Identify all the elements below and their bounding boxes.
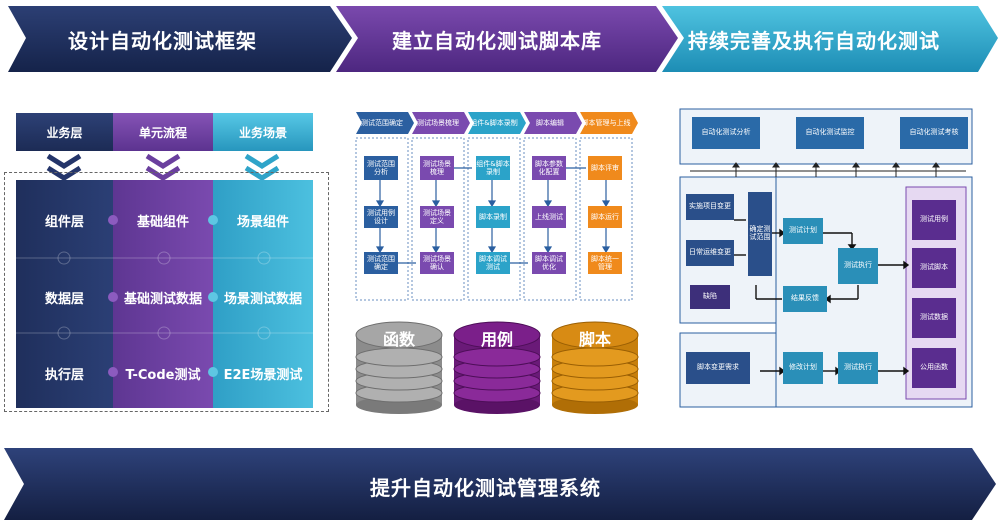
case-stack-label: 用例 (480, 330, 513, 349)
library-box-4-3: 脚本调试优化 (532, 252, 566, 274)
exec-input-ops-change: 日常运维变更 (686, 240, 734, 266)
step2-title: 建立自动化测试脚本库 (392, 29, 602, 53)
library-header-1: 测试范围确定 (361, 118, 403, 127)
exec-list-data: 测试数据 (912, 298, 956, 338)
exec-defect: 缺陷 (690, 285, 730, 309)
library-box-3-3: 脚本调试测试 (476, 252, 510, 274)
framework-cell-base-component: 基础组件 (136, 214, 189, 230)
footer-banner-text: 提升自动化测试管理系统 (370, 476, 601, 500)
exec-scope: 确定测试范围 (748, 192, 772, 276)
library-box-1-2: 测试用例设计 (364, 206, 398, 228)
framework-col-header-scene: 业务场景 (213, 113, 313, 151)
chevron-down-icon (46, 153, 280, 181)
library-box-2-2: 测试场景定义 (420, 206, 454, 228)
library-box-1-3: 测试范围确定 (364, 252, 398, 274)
exec-top-assess: 自动化测试考核 (900, 117, 968, 149)
framework-cell-tcode-test: T-Code测试 (125, 367, 201, 383)
exec-run: 测试执行 (838, 248, 878, 284)
framework-puzzle-lines (16, 215, 313, 377)
library-box-5-2: 脚本运行 (588, 206, 622, 228)
step3-chevron (662, 6, 998, 72)
library-box-4-2: 上线测试 (532, 206, 566, 228)
library-box-3-2: 脚本录制 (476, 206, 510, 228)
library-header-3: 组件&脚本录制 (470, 118, 518, 127)
framework-cell-e2e-test: E2E场景测试 (223, 367, 303, 383)
framework-col-scene (213, 180, 313, 408)
exec-run-2: 测试执行 (838, 352, 878, 384)
library-box-2-1: 测试场景梳理 (420, 156, 454, 180)
function-stack-label: 函数 (382, 330, 415, 349)
footer-banner-svg (4, 448, 996, 520)
function-stack-icon (355, 321, 443, 414)
step1-title: 设计自动化测试框架 (68, 29, 257, 53)
step1-chevron (8, 6, 352, 72)
framework-cell-base-test-data: 基础测试数据 (123, 291, 202, 307)
header-chevrons-svg (8, 6, 998, 72)
exec-input-project-change: 实施项目变更 (686, 194, 734, 220)
framework-col-header-business: 业务层 (16, 113, 113, 151)
library-box-1-1: 测试范围分析 (364, 156, 398, 180)
library-header-2: 测试场景梳理 (417, 118, 459, 127)
framework-col-header-unit: 单元流程 (113, 113, 213, 151)
library-header-5: 脚本管理与上线 (581, 118, 631, 127)
library-stacks-svg (355, 321, 639, 414)
framework-cell-exec-layer: 执行层 (44, 367, 84, 383)
exec-list-cases: 测试用例 (912, 200, 956, 240)
framework-cell-component-layer: 组件层 (44, 214, 84, 230)
exec-list-scripts: 测试脚本 (912, 248, 956, 288)
step2-chevron (336, 6, 678, 72)
case-stack-icon (453, 321, 541, 414)
framework-dashed-frame (4, 172, 329, 412)
library-header-4: 脚本编辑 (536, 118, 564, 127)
framework-cell-scene-component: 场景组件 (236, 214, 289, 230)
script-stack-label: 脚本 (578, 330, 611, 349)
exec-top-analysis: 自动化测试分析 (692, 117, 760, 149)
library-box-2-3: 测试场景确认 (420, 252, 454, 274)
framework-down-arrows (46, 153, 280, 181)
framework-cell-scene-test-data: 场景测试数据 (223, 291, 302, 307)
exec-feedback: 结果反馈 (783, 286, 827, 312)
exec-top-monitor: 自动化测试监控 (796, 117, 864, 149)
library-box-5-1: 脚本评审 (588, 156, 622, 180)
exec-plan: 测试计划 (783, 218, 823, 244)
library-flow-diagram (355, 112, 638, 301)
exec-script-change: 脚本变更需求 (686, 352, 750, 384)
exec-modify-plan: 修改计划 (783, 352, 823, 384)
framework-col-unit (113, 180, 213, 408)
framework-cell-data-layer: 数据层 (44, 291, 84, 307)
library-box-3-1: 组件&脚本录制 (476, 156, 510, 180)
framework-col-business (16, 180, 113, 408)
library-box-4-1: 脚本参数化配置 (532, 156, 566, 180)
exec-list-functions: 公用函数 (912, 348, 956, 388)
library-box-5-3: 脚本统一管理 (588, 252, 622, 274)
step3-title: 持续完善及执行自动化测试 (688, 29, 940, 53)
script-stack-icon (551, 321, 639, 414)
